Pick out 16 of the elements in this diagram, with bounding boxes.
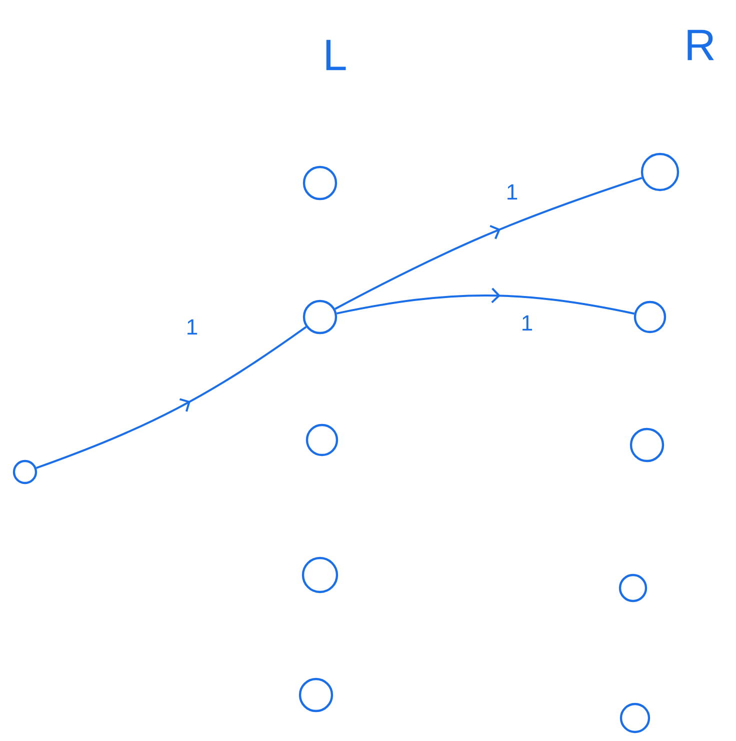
node-circle bbox=[302, 166, 338, 200]
edge-label: 1 bbox=[522, 315, 532, 331]
node-circle bbox=[634, 300, 666, 334]
node-circle bbox=[630, 428, 664, 462]
node-circle bbox=[302, 556, 338, 594]
node-circle bbox=[306, 424, 338, 456]
column-heading: L bbox=[326, 40, 346, 70]
node-circle bbox=[618, 574, 648, 602]
node-circle bbox=[640, 152, 680, 192]
node-circle bbox=[12, 460, 38, 484]
column-heading: R bbox=[688, 30, 714, 60]
node-circle bbox=[298, 678, 334, 712]
node-circle bbox=[302, 300, 338, 334]
edge-label: 1 bbox=[188, 319, 198, 335]
edge-label: 1 bbox=[508, 184, 518, 200]
node-circle bbox=[620, 702, 650, 734]
